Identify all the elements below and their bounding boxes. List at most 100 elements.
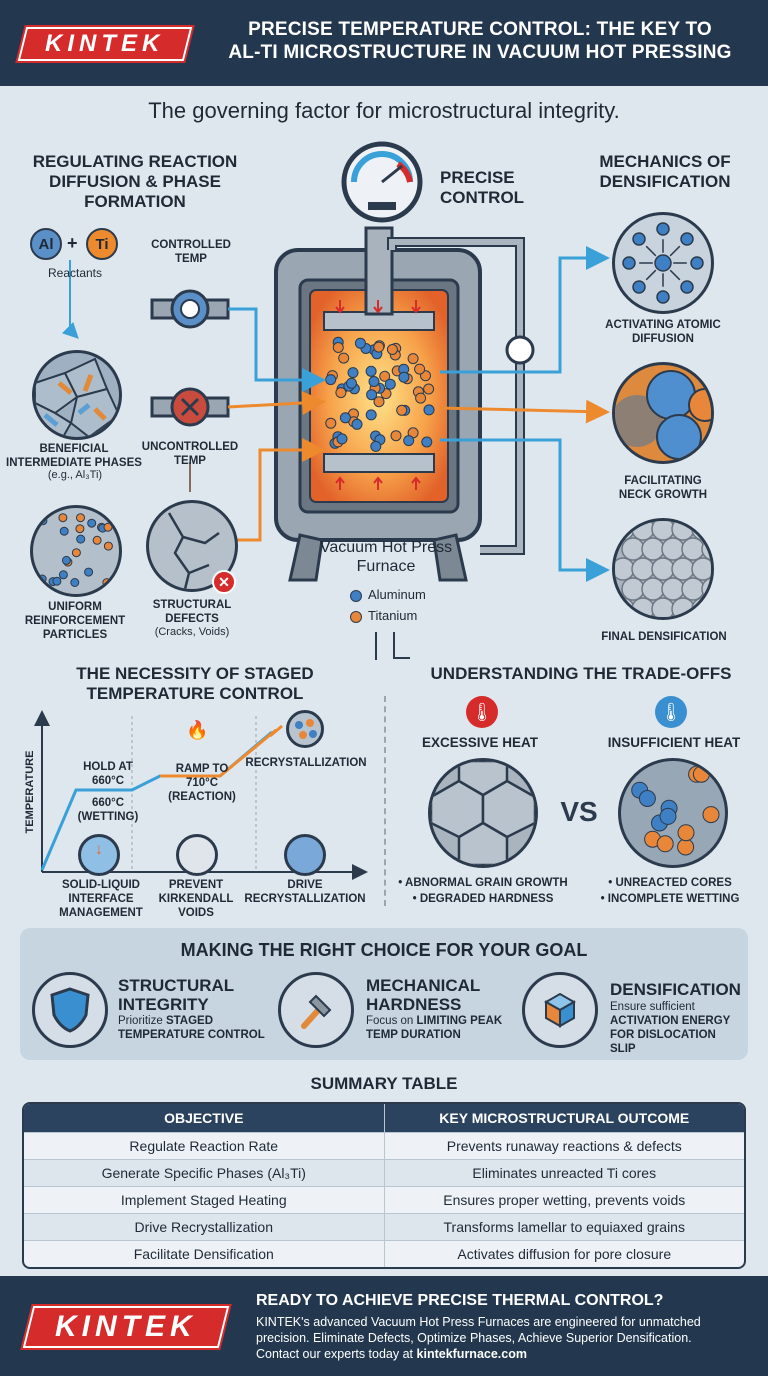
grain (651, 521, 675, 541)
titanium-legend-label: Titanium (368, 608, 418, 623)
side-gauge (505, 335, 535, 365)
grain (621, 577, 645, 601)
particle (58, 570, 68, 580)
particle (59, 526, 69, 536)
diffusion-arrow (669, 269, 681, 281)
particle (338, 352, 350, 364)
grain (615, 557, 635, 581)
table-row: Generate Specific Phases (Al₃Ti) Eliminat… (24, 1159, 744, 1186)
footer-kintek-logo[interactable]: KINTEK (22, 1306, 230, 1348)
column-header-outcome: KEY MICROSTRUCTURAL OUTCOME (439, 1110, 690, 1126)
grain (661, 577, 685, 601)
powder-particles (325, 336, 435, 452)
grain (681, 577, 705, 601)
column-header-objective: OBJECTIVE (24, 1104, 385, 1132)
atomic-diffusion-label: ACTIVATING ATOMIC DIFFUSION (605, 319, 721, 345)
goal2-title: MECHANICAL HARDNESS (366, 976, 480, 1014)
particle (336, 433, 348, 445)
insufficient-bullet-1: • UNREACTED CORES (608, 877, 732, 889)
recrystallization-label: RECRYSTALLIZATION (245, 757, 367, 769)
particle (71, 548, 81, 558)
phase-icon (35, 357, 119, 437)
cold-thermometer-icon: 🌡 (655, 696, 687, 728)
table-cell: Generate Specific Phases (Al₃Ti) (24, 1160, 385, 1186)
furnace-label: Vacuum Hot Press Furnace (319, 539, 453, 575)
particle (75, 524, 85, 534)
table-cell: Drive Recrystallization (24, 1214, 385, 1240)
table-cell: Eliminates unreacted Ti cores (472, 1165, 657, 1181)
reactants-label: Reactants (47, 266, 103, 280)
particle (351, 418, 363, 430)
subtitle: The governing factor for microstructural… (148, 98, 620, 123)
wetting-label: 660°C (WETTING) (77, 797, 139, 823)
particle (103, 522, 113, 532)
atom (680, 280, 694, 294)
final-densification-label: FINAL DENSIFICATION (601, 631, 727, 643)
insufficient-heat-label: INSUFFICIENT HEAT (607, 735, 741, 750)
summary-table: OBJECTIVE KEY MICROSTRUCTURAL OUTCOME Re… (22, 1102, 746, 1269)
wetting-icon: ↓ (78, 834, 120, 876)
precise-control-label: PRECISE CONTROL (440, 168, 525, 207)
goal3-title: DENSIFICATION (610, 980, 741, 999)
kirkendall-icon (176, 834, 218, 876)
particle (76, 534, 86, 544)
atomic-diffusion-image (612, 212, 714, 314)
website-link[interactable]: kintekfurnace.com (416, 1347, 527, 1361)
particles-icon (37, 513, 113, 588)
drive-recrystallization-icon (284, 834, 326, 876)
beneficial-phases-example: (e.g., Al₃Ti) (47, 469, 103, 481)
dense-icon (615, 521, 711, 617)
final-densification-image (612, 518, 714, 620)
summary-title: SUMMARY TABLE (310, 1074, 458, 1093)
particle (398, 371, 410, 383)
particle (403, 435, 415, 447)
diffusion-arrow (645, 245, 657, 257)
neck-growth-image (612, 362, 714, 464)
particle (92, 535, 102, 545)
excessive-bullet-2: • DEGRADED HARDNESS (412, 893, 554, 905)
temperature-axis-label: TEMPERATURE (24, 750, 36, 834)
particle (373, 396, 385, 408)
particle (354, 337, 366, 349)
plus-sign: + (67, 233, 78, 253)
particle (656, 835, 674, 853)
kintek-logo[interactable]: KINTEK (17, 27, 193, 61)
particle (407, 353, 419, 365)
grain (641, 577, 665, 601)
beneficial-phases-image (32, 350, 122, 440)
particle (692, 765, 710, 783)
particle (423, 383, 435, 395)
tradeoffs-heading: UNDERSTANDING THE TRADE-OFFS (430, 664, 732, 683)
grain (641, 537, 665, 561)
uncontrolled-valve-icon (150, 387, 230, 427)
goal-panel: MAKING THE RIGHT CHOICE FOR YOUR GOAL ST… (20, 928, 748, 1060)
header-bar: KINTEK PRECISE TEMPERATURE CONTROL: THE … (0, 0, 768, 86)
excessive-heat-label: EXCESSIVE HEAT (421, 735, 539, 750)
particle (347, 367, 359, 379)
excessive-heat-image (428, 758, 538, 868)
al-badge: Al (30, 228, 62, 260)
uniform-particles-image (30, 505, 122, 597)
table-cell: Activates diffusion for pore closure (457, 1246, 672, 1262)
atom (622, 256, 636, 270)
excessive-bullet-1: • ABNORMAL GRAIN GROWTH (398, 877, 568, 889)
shield-icon (32, 972, 108, 1048)
particle (339, 412, 351, 424)
grain (651, 597, 675, 617)
table-header: OBJECTIVE KEY MICROSTRUCTURAL OUTCOME (24, 1104, 744, 1132)
diffusion-arrow (645, 269, 657, 281)
footer: KINTEK READY TO ACHIEVE PRECISE THERMAL … (0, 1276, 768, 1376)
particle (373, 341, 385, 353)
error-x-icon: ✕ (212, 570, 236, 594)
particle (384, 378, 396, 390)
goal-title: MAKING THE RIGHT CHOICE FOR YOUR GOAL (180, 940, 588, 960)
particle (659, 807, 677, 825)
atom (680, 232, 694, 246)
right-heading: MECHANICS OF DENSIFICATION (599, 152, 731, 191)
particle (346, 377, 357, 389)
particle (396, 404, 408, 416)
particle (87, 518, 97, 528)
diffusion-arrow (669, 245, 681, 257)
neck-icon (615, 370, 711, 460)
goal1-title: STRUCTURAL INTEGRITY (118, 976, 234, 1014)
